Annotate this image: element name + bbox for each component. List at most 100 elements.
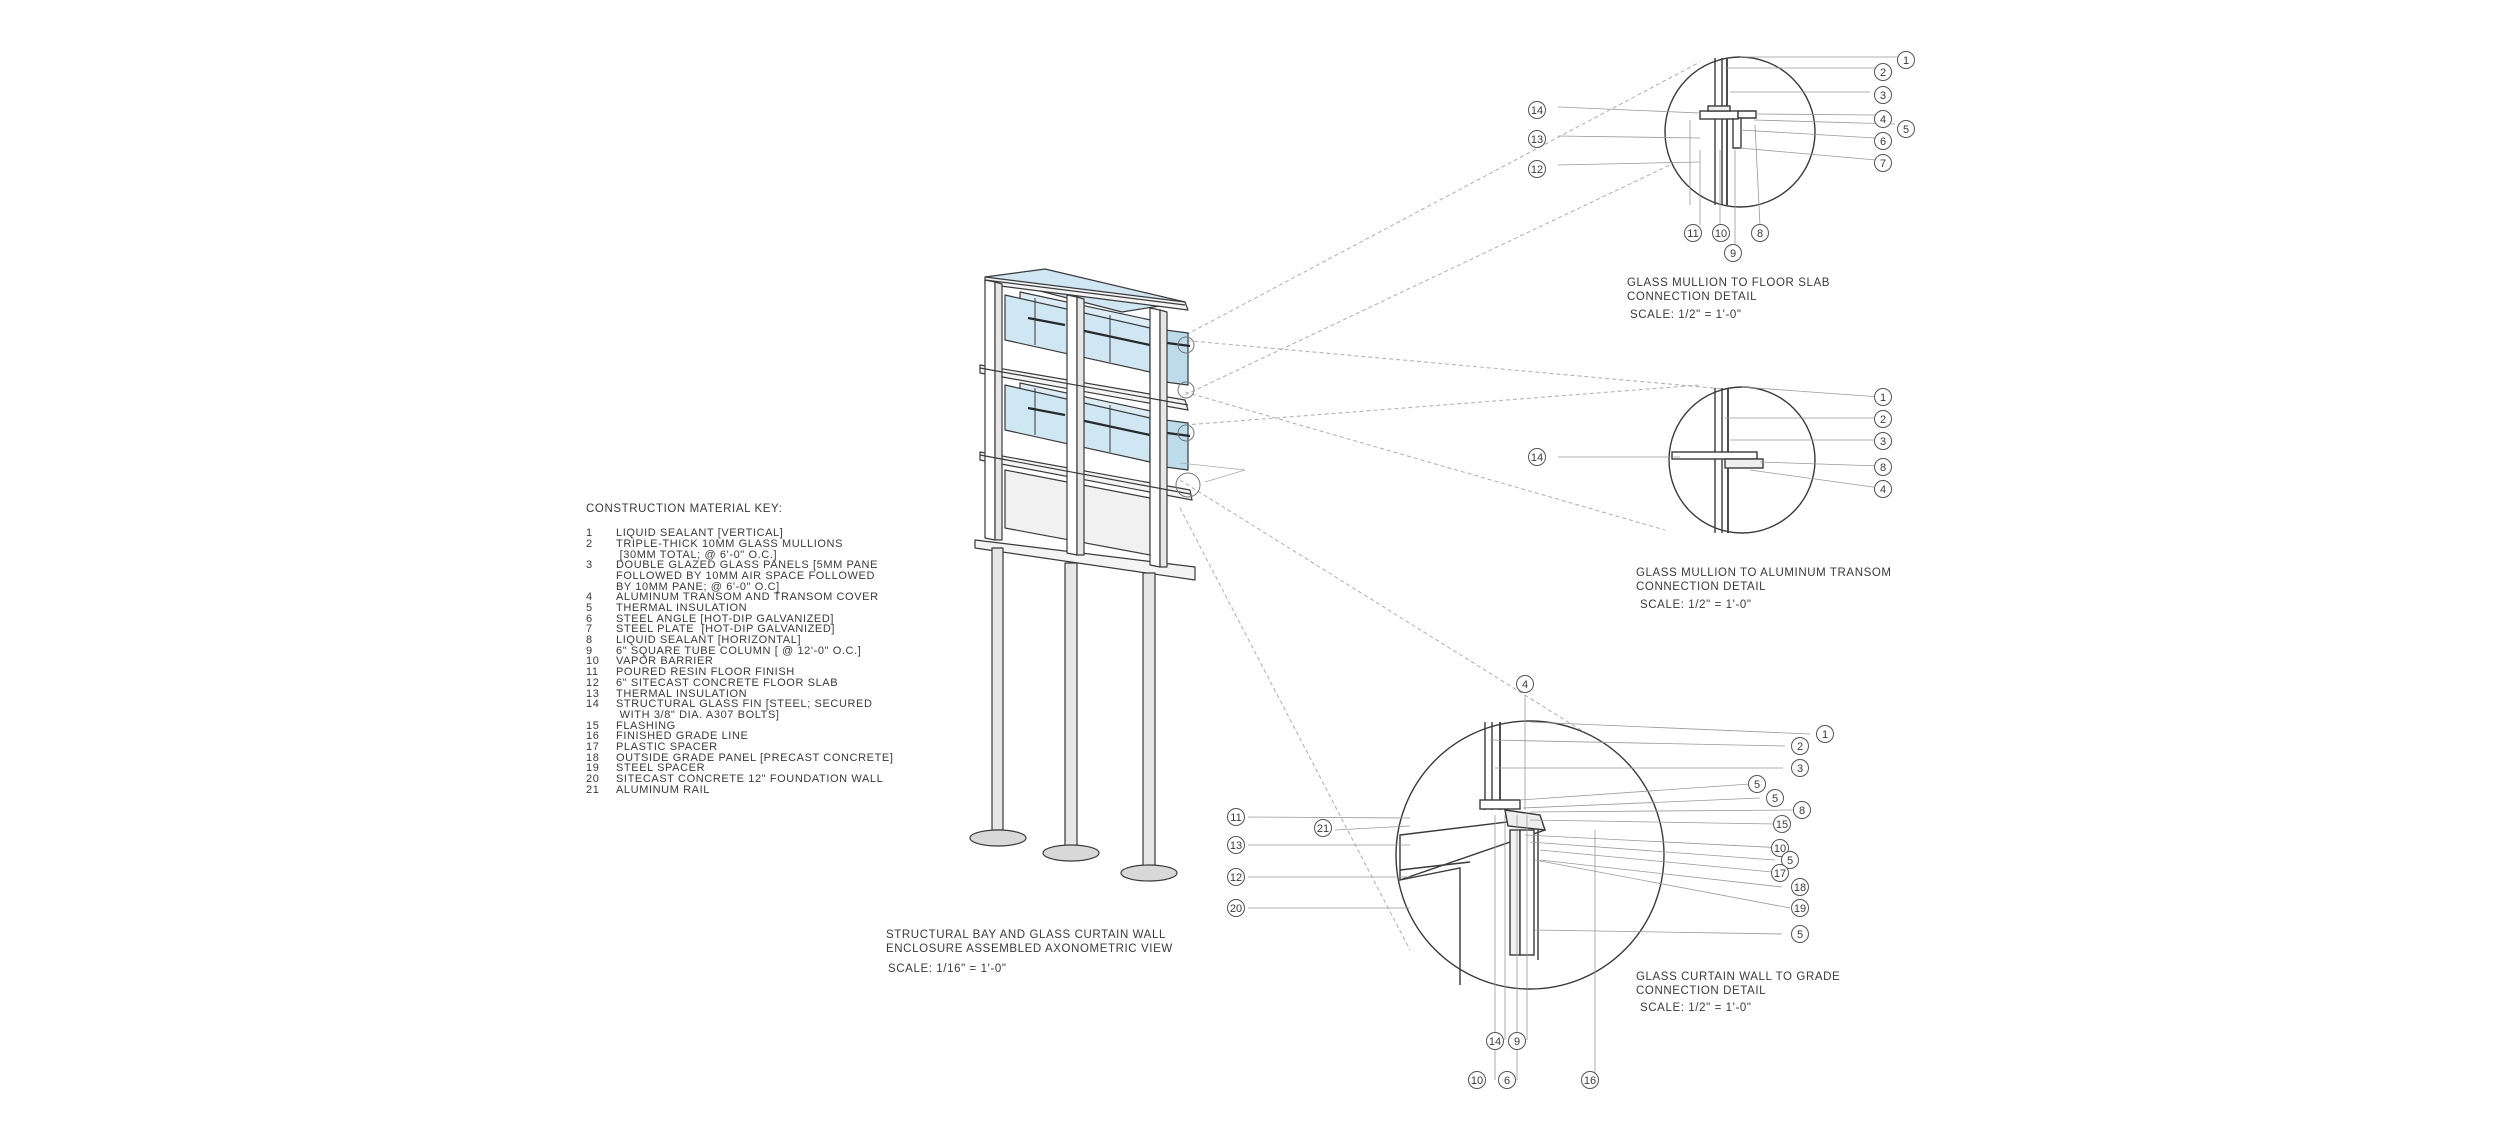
slab-detail-leaders xyxy=(1557,56,1900,245)
material-key-text: PLASTIC SPACER xyxy=(616,741,718,753)
material-key-text: FINISHED GRADE LINE xyxy=(616,730,749,743)
callout-bubble xyxy=(1874,458,1892,476)
callout-bubble xyxy=(1528,130,1546,148)
callout-number: 5 xyxy=(1797,929,1803,941)
callout-number: 12 xyxy=(1230,872,1242,884)
callout-bubble xyxy=(1874,110,1892,128)
material-key-number: 11 xyxy=(586,666,599,679)
callout-bubble xyxy=(1516,675,1534,693)
callout-bubble xyxy=(1791,878,1809,896)
callout-number: 11 xyxy=(1687,228,1698,240)
material-key-text: STEEL ANGLE [HOT-DIP GALVANIZED] xyxy=(616,612,835,625)
material-key-title: CONSTRUCTION MATERIAL KEY: xyxy=(586,503,783,515)
callout-bubble xyxy=(1227,868,1245,886)
callout-bubble xyxy=(1897,51,1915,69)
material-key-item: 6 STEEL ANGLE [HOT-DIP GALVANIZED] xyxy=(586,612,835,625)
callout-bubble xyxy=(1874,132,1892,150)
callout-bubble xyxy=(1874,154,1892,172)
callout-number: 8 xyxy=(1880,462,1886,474)
material-key-number: 14 xyxy=(586,698,600,711)
callout-bubble xyxy=(1874,63,1892,81)
transom-detail-caption-scale: SCALE: 1/2" = 1'-0" xyxy=(1640,599,1752,611)
callout-bubble xyxy=(1498,1071,1516,1089)
callout-number: 14 xyxy=(1531,105,1543,117)
callout-number: 5 xyxy=(1772,793,1778,805)
callout-number: 16 xyxy=(1584,1075,1596,1087)
material-key-number: 2 xyxy=(586,537,593,550)
material-key-number: 10 xyxy=(586,655,600,668)
callout-number: 3 xyxy=(1797,763,1803,775)
callout-bubble xyxy=(1771,839,1789,857)
callout-number: 8 xyxy=(1757,228,1763,240)
callout-bubble xyxy=(1874,432,1892,450)
callout-number: 9 xyxy=(1730,248,1736,260)
material-key-number: 5 xyxy=(586,601,593,614)
callout-number: 10 xyxy=(1715,228,1727,240)
callout-number: 11 xyxy=(1230,812,1241,824)
callout-number: 1 xyxy=(1903,55,1909,67)
callout-bubble xyxy=(1724,244,1742,262)
material-key-number: 13 xyxy=(586,687,600,700)
material-key-number: 6 xyxy=(586,612,593,625)
material-key-number: 1 xyxy=(586,527,593,539)
callout-number: 10 xyxy=(1774,843,1786,855)
callout-number: 18 xyxy=(1794,882,1806,894)
callout-bubble xyxy=(1874,388,1892,406)
callout-bubble xyxy=(1684,224,1702,242)
material-key-number: 15 xyxy=(586,719,600,732)
material-key-number: 3 xyxy=(586,559,593,572)
callout-number: 7 xyxy=(1880,158,1886,170)
material-key-item: 1 LIQUID SEALANT [VERTICAL] xyxy=(586,528,783,539)
callout-bubble xyxy=(1314,819,1332,837)
callout-bubble xyxy=(1227,899,1245,917)
grade-detail-caption-title: GLASS CURTAIN WALL TO GRADE CONNECTION D… xyxy=(1636,971,1841,997)
material-key-text: OUTSIDE GRADE PANEL [PRECAST CONCRETE] xyxy=(616,751,894,764)
callout-number: 2 xyxy=(1797,741,1803,753)
material-key-number: 8 xyxy=(586,634,593,646)
material-key-text: LIQUID SEALANT [VERTICAL] xyxy=(616,527,784,539)
callout-number: 20 xyxy=(1230,903,1242,915)
material-key-text: THERMAL INSULATION xyxy=(616,687,748,700)
callout-number: 1 xyxy=(1880,392,1886,404)
callout-bubble xyxy=(1793,801,1811,819)
callout-number: 1 xyxy=(1822,729,1828,741)
callout-number: 5 xyxy=(1787,855,1793,867)
axon-caption-title: STRUCTURAL BAY AND GLASS CURTAIN WALL EN… xyxy=(886,929,1173,955)
callout-number: 2 xyxy=(1880,414,1886,426)
callout-number: 4 xyxy=(1880,484,1886,496)
callout-number: 19 xyxy=(1794,903,1806,915)
callout-number: 6 xyxy=(1504,1075,1510,1087)
callout-number: 2 xyxy=(1880,67,1886,79)
material-key-text: LIQUID SEALANT [HORIZONTAL] xyxy=(616,634,802,646)
material-key-text: 6" SITECAST CONCRETE FLOOR SLAB xyxy=(616,676,839,689)
callout-number: 15 xyxy=(1776,819,1788,831)
callout-bubble xyxy=(1712,224,1730,242)
callout-bubble xyxy=(1791,925,1809,943)
callout-number: 10 xyxy=(1471,1075,1483,1087)
material-key-text: THERMAL INSULATION xyxy=(616,601,748,614)
material-key-item: 14 STRUCTURAL GLASS FIN [STEEL; SECURED W… xyxy=(586,699,873,721)
grade-detail-caption-scale: SCALE: 1/2" = 1'-0" xyxy=(1640,1002,1752,1014)
callout-bubble xyxy=(1227,808,1245,826)
slab-detail-caption-scale: SCALE: 1/2" = 1'-0" xyxy=(1630,309,1742,321)
callout-bubble xyxy=(1781,851,1799,869)
callout-bubble xyxy=(1486,1032,1504,1050)
material-key-text: SITECAST CONCRETE 12" FOUNDATION WALL xyxy=(616,773,884,786)
transom-detail xyxy=(1668,386,1816,534)
material-key-text: STRUCTURAL GLASS FIN [STEEL; SECURED WIT… xyxy=(616,698,873,722)
material-key-text: ALUMINUM RAIL xyxy=(616,783,710,796)
callout-bubble xyxy=(1468,1071,1486,1089)
callout-number: 14 xyxy=(1489,1036,1501,1048)
